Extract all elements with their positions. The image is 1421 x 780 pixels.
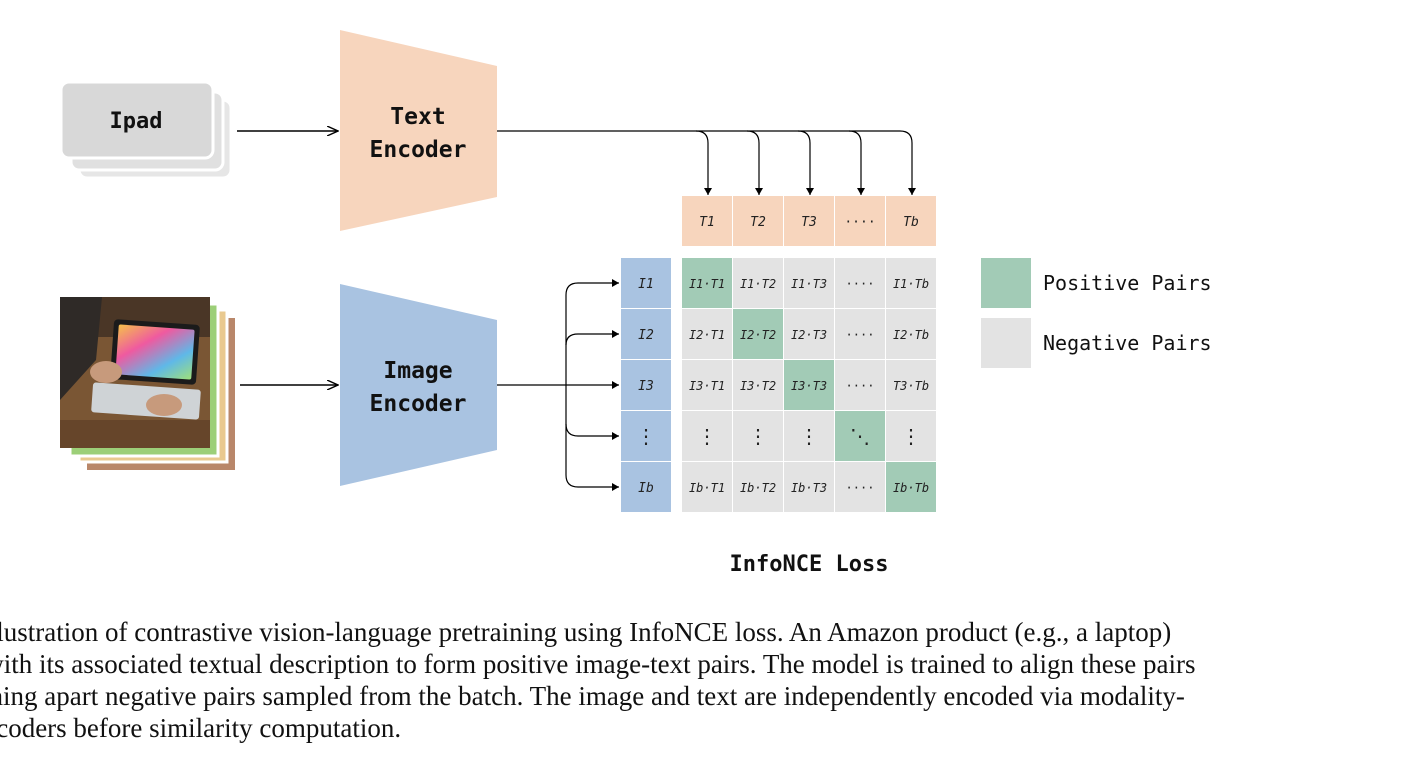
text-token-ellipsis: ···· [835,196,885,246]
text-token-b: Tb [886,196,936,246]
image-encoder-line2: Encoder [370,391,467,417]
matrix-cell-4-5: ⋮ [886,411,936,461]
image-token-column: I1 I2 I3 ⋮ Ib [621,258,671,512]
svg-text:T1: T1 [699,215,715,230]
matrix-cell-1-1: I1·T1 [682,258,732,308]
legend-positive-label: Positive Pairs [1043,271,1212,295]
matrix-cell-label: I2·T2 [740,328,776,342]
ipad-photo [60,297,210,448]
svg-text:Ib: Ib [638,481,654,496]
matrix-cell-3-1: I3·T1 [682,360,732,410]
matrix-cell-label: I1·T3 [791,277,827,291]
legend-negative-swatch [981,318,1031,368]
svg-text:T2: T2 [750,215,766,230]
caption-line-2: ed with its associated textual descripti… [0,649,1196,679]
matrix-cell-label: Ib·T1 [689,481,725,495]
text-connectors [497,130,916,195]
matrix-cell-5-2: Ib·T2 [733,462,783,512]
matrix-cell-label: Ib·Tb [893,481,929,495]
image-encoder-line1: Image [383,358,452,384]
text-token-3: T3 [784,196,834,246]
text-input-label: Ipad [110,109,163,134]
matrix-cell-3-2: I3·T2 [733,360,783,410]
text-encoder: Text Encoder [340,30,497,231]
matrix-cell-3-4: ···· [835,360,885,410]
matrix-cell-label: ···· [846,481,875,495]
infonce-loss-label: InfoNCE Loss [730,552,889,577]
matrix-cell-5-4: ···· [835,462,885,512]
svg-text:I2: I2 [638,328,654,343]
matrix-cell-3-3: I3·T3 [784,360,834,410]
matrix-cell-2-2: I2·T2 [733,309,783,359]
matrix-cell-5-1: Ib·T1 [682,462,732,512]
image-token-3: I3 [621,360,671,410]
image-connectors [497,279,619,491]
legend-negative-label: Negative Pairs [1043,331,1212,355]
image-input-stack [60,297,235,470]
matrix-cell-label: I1·T1 [689,277,725,291]
text-input-stack: Ipad [59,80,233,180]
matrix-cell-1-2: I1·T2 [733,258,783,308]
svg-text:⋮: ⋮ [636,424,656,448]
matrix-cell-label: ···· [846,328,875,342]
matrix-cell-label: I3·T2 [740,379,776,393]
matrix-cell-4-1: ⋮ [682,411,732,461]
matrix-cell-label: ⋮ [799,424,819,448]
legend: Positive Pairs Negative Pairs [981,258,1212,368]
matrix-cell-3-5: T3·Tb [886,360,936,410]
matrix-cell-2-1: I2·T1 [682,309,732,359]
matrix-cell-label: I1·T2 [740,277,776,291]
matrix-cell-1-5: I1·Tb [886,258,936,308]
matrix-cell-1-4: ···· [835,258,885,308]
svg-text:····: ···· [844,215,875,230]
matrix-cell-2-3: I2·T3 [784,309,834,359]
legend-positive-swatch [981,258,1031,308]
text-token-2: T2 [733,196,783,246]
diagram-canvas: Ipad Text Encoder Image Encoder [59,30,1212,577]
matrix-cell-label: Ib·T2 [740,481,776,495]
text-encoder-line2: Encoder [370,137,467,163]
text-token-1: T1 [682,196,732,246]
image-token-2: I2 [621,309,671,359]
matrix-cell-label: I3·T3 [791,379,827,393]
text-encoder-line1: Text [390,104,445,130]
caption-line-3: oushing apart negative pairs sampled fro… [0,681,1185,711]
matrix-cell-label: ⋱ [850,424,870,448]
matrix-cell-label: ⋮ [901,424,921,448]
matrix-cell-4-4: ⋱ [835,411,885,461]
text-token-row: T1 T2 T3 ···· Tb [682,196,936,246]
svg-text:I3: I3 [638,379,654,394]
matrix-cell-label: I2·T3 [791,328,827,342]
matrix-cell-4-3: ⋮ [784,411,834,461]
matrix-cell-1-3: I1·T3 [784,258,834,308]
matrix-cell-2-5: I2·Tb [886,309,936,359]
caption-line-1: 1: Illustration of contrastive vision-la… [0,617,1172,647]
matrix-cell-label: ···· [846,379,875,393]
caption-line-4: c encoders before similarity computation… [0,713,402,743]
image-token-ellipsis: ⋮ [621,411,671,461]
matrix-cell-label: ⋮ [697,424,717,448]
image-encoder: Image Encoder [340,284,497,486]
figure-caption: 1: Illustration of contrastive vision-la… [0,616,1412,744]
svg-text:I1: I1 [638,277,654,292]
image-token-1: I1 [621,258,671,308]
matrix-cell-5-5: Ib·Tb [886,462,936,512]
image-token-b: Ib [621,462,671,512]
matrix-cell-label: T3·Tb [893,379,929,393]
matrix-cell-label: I1·Tb [893,277,929,291]
matrix-cell-4-2: ⋮ [733,411,783,461]
svg-text:Tb: Tb [903,215,919,230]
matrix-cell-label: I3·T1 [689,379,725,393]
matrix-cell-label: I2·Tb [893,328,929,342]
matrix-cell-label: ⋮ [748,424,768,448]
matrix-cell-2-4: ···· [835,309,885,359]
matrix-cell-label: Ib·T3 [791,481,827,495]
svg-text:T3: T3 [801,215,817,230]
matrix-cell-5-3: Ib·T3 [784,462,834,512]
matrix-cell-label: ···· [846,277,875,291]
matrix-cell-label: I2·T1 [689,328,725,342]
